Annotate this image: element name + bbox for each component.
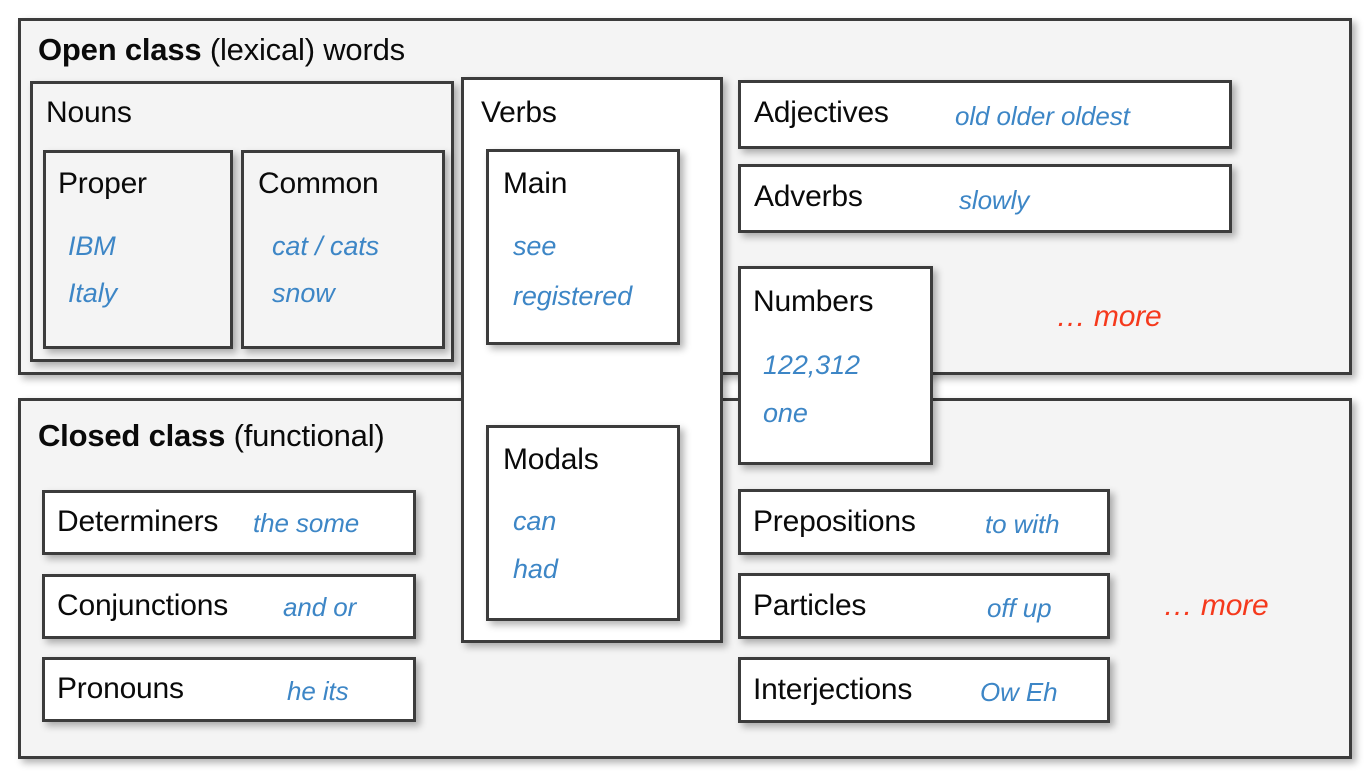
proper-noun-label: Proper [58, 167, 147, 200]
determiners-box [42, 490, 416, 555]
proper-noun-box [43, 150, 233, 349]
numbers-box [738, 266, 933, 465]
open-class-more-label: … more [1056, 300, 1162, 333]
adverbs-label: Adverbs [754, 180, 863, 213]
nouns-label: Nouns [46, 96, 132, 129]
proper-noun-example-2: Italy [68, 278, 118, 308]
numbers-label: Numbers [753, 285, 874, 318]
main-verbs-box [486, 149, 680, 345]
interjections-examples: Ow Eh [980, 677, 1058, 707]
conjunctions-label: Conjunctions [57, 589, 229, 622]
conjunctions-box [42, 574, 416, 639]
particles-label: Particles [753, 589, 867, 622]
numbers-example-2: one [763, 398, 808, 428]
common-noun-label: Common [258, 167, 379, 200]
closed-class-title-rest: (functional) [225, 418, 385, 453]
particles-examples: off up [987, 593, 1052, 623]
proper-noun-example-1: IBM [68, 231, 116, 261]
adjectives-examples: old older oldest [955, 101, 1130, 131]
common-noun-example-2: snow [272, 278, 335, 308]
interjections-box [738, 657, 1110, 723]
common-noun-example-1: cat / cats [272, 231, 380, 261]
numbers-example-1: 122,312 [763, 350, 860, 380]
open-class-title-bold: Open class [38, 32, 202, 67]
determiners-examples: the some [253, 508, 360, 538]
interjections-label: Interjections [753, 673, 913, 706]
conjunctions-examples: and or [283, 592, 357, 622]
closed-class-more-label: … more [1163, 589, 1269, 622]
verbs-label: Verbs [481, 96, 557, 129]
common-noun-box [241, 150, 445, 349]
modals-example-1: can [513, 506, 557, 536]
main-verbs-example-2: registered [513, 281, 633, 311]
modals-box [486, 425, 680, 621]
main-verbs-example-1: see [513, 231, 557, 261]
modals-example-2: had [513, 554, 558, 584]
prepositions-examples: to with [985, 509, 1060, 539]
closed-class-title: Closed class (functional) [38, 418, 385, 454]
modals-label: Modals [503, 443, 599, 476]
closed-class-title-bold: Closed class [38, 418, 226, 453]
prepositions-label: Prepositions [753, 505, 916, 538]
open-class-title: Open class (lexical) words [38, 32, 405, 68]
prepositions-box [738, 489, 1110, 555]
pronouns-examples: he its [287, 676, 349, 706]
open-class-title-rest: (lexical) words [201, 32, 405, 67]
particles-box [738, 573, 1110, 639]
pronouns-box [42, 657, 416, 722]
determiners-label: Determiners [57, 505, 219, 538]
pronouns-label: Pronouns [57, 672, 184, 705]
adjectives-box [738, 80, 1232, 149]
adverbs-examples: slowly [959, 185, 1030, 215]
main-verbs-label: Main [503, 167, 568, 200]
adjectives-label: Adjectives [754, 96, 889, 129]
adverbs-box [738, 164, 1232, 233]
